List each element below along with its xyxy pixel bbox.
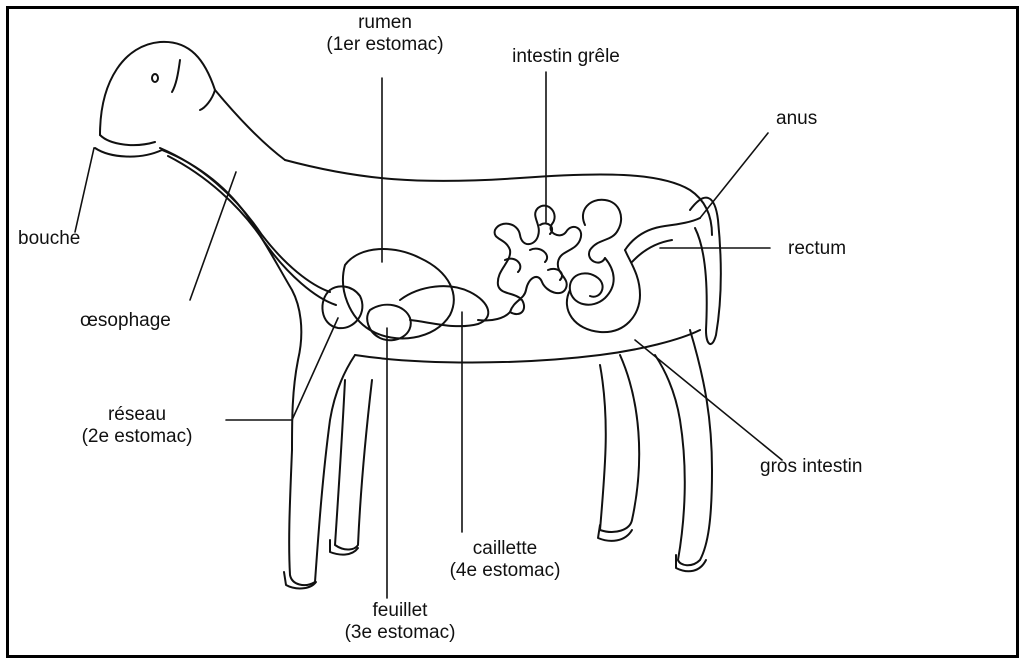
label-gros-intestin-name: gros intestin <box>760 456 862 478</box>
label-oesophage-name: œsophage <box>80 310 171 332</box>
sheep-head <box>100 42 285 160</box>
sheep-eye <box>152 74 158 82</box>
sheep-hind-leg-right <box>655 330 712 565</box>
leader-anus <box>700 133 768 218</box>
omasum-shape <box>367 305 411 341</box>
label-gros-intestin: gros intestin <box>760 456 862 478</box>
leader-oesophage <box>190 172 236 300</box>
label-feuillet-sub: (3e estomac) <box>320 622 480 644</box>
small-intestine-loops <box>505 223 562 280</box>
sheep-front-leg-right <box>335 380 372 550</box>
label-rectum: rectum <box>788 238 846 260</box>
label-reseau-name: réseau <box>52 404 222 426</box>
abomasum-shape <box>400 286 488 326</box>
leader-lines <box>75 72 782 598</box>
reticulum-shape <box>322 286 362 328</box>
label-rumen: rumen (1er estomac) <box>300 12 470 56</box>
label-rectum-name: rectum <box>788 238 846 260</box>
label-rumen-name: rumen <box>300 12 470 34</box>
label-bouche: bouche <box>18 228 80 250</box>
rectum-tube <box>625 218 700 262</box>
label-caillette-name: caillette <box>425 538 585 560</box>
sheep-back <box>285 160 712 235</box>
label-anus-name: anus <box>776 108 817 130</box>
label-bouche-name: bouche <box>18 228 80 250</box>
label-anus: anus <box>776 108 817 130</box>
sheep-hind-leg-left <box>600 355 639 532</box>
label-caillette: caillette (4e estomac) <box>425 538 585 582</box>
label-reseau: réseau (2e estomac) <box>52 404 222 448</box>
oesophagus-tube <box>160 148 336 305</box>
label-intestin-grele: intestin grêle <box>496 46 636 68</box>
sheep-ear <box>172 60 215 110</box>
label-reseau-sub: (2e estomac) <box>52 426 222 448</box>
digestive-tract <box>160 148 700 340</box>
sheep-front-hoof-left <box>284 572 316 588</box>
leader-bouche <box>75 148 94 232</box>
large-intestine-spiral <box>567 250 640 332</box>
label-feuillet: feuillet (3e estomac) <box>320 600 480 644</box>
label-caillette-sub: (4e estomac) <box>425 560 585 582</box>
leader-gros-intestin <box>635 340 782 460</box>
label-feuillet-name: feuillet <box>320 600 480 622</box>
label-oesophage: œsophage <box>80 310 171 332</box>
label-rumen-sub: (1er estomac) <box>300 34 470 56</box>
label-intestin-grele-name: intestin grêle <box>496 46 636 68</box>
caecum-shape <box>583 200 621 263</box>
pylorus-connection <box>478 312 510 321</box>
sheep-mouth <box>95 135 162 157</box>
leader-reseau <box>226 318 338 420</box>
